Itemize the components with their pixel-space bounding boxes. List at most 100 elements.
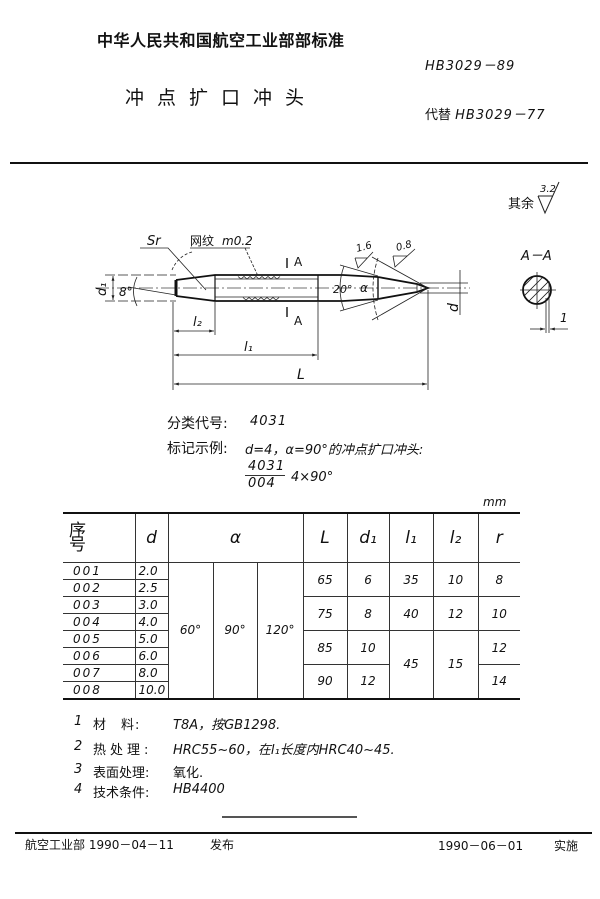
l2-label: l₂ [193,315,202,330]
footer-divider [15,832,592,834]
other-roughness-value: 3.2 [540,184,556,195]
seq-code: 005 [63,630,136,648]
note-number: 3 [74,762,83,777]
l2-value: 15 [432,630,479,699]
d1-value: 8 [346,596,390,631]
knurl-spec: m0.2 [222,234,253,248]
note-label: 表面处理: [93,766,150,781]
knurl-label: 网纹 [190,234,214,248]
marking-fraction-line [245,475,285,476]
document-title: 冲点扩口冲头 [125,87,318,109]
r-value: 12 [477,630,521,665]
header-d1: d₁ [346,512,390,563]
r-value: 14 [477,664,521,699]
alpha-120: 120° [256,562,304,699]
end-mark-line [222,816,357,818]
marking-numerator: 4031 [248,459,286,474]
cone-angle-label: α [360,281,368,295]
l1-value: 45 [388,630,434,699]
note-value: T8A，按GB1298. [173,718,281,733]
d-value: 5.0 [134,630,169,648]
note-value: 氧化. [173,766,204,781]
classification-code-value: 4031 [250,414,288,429]
roughness-symbol-2: 0.8 [392,239,416,268]
d-value: 2.0 [134,562,169,580]
note-number: 1 [74,714,83,729]
l1-value: 35 [388,562,434,597]
sr-label: Sr [147,234,162,249]
org-title: 中华人民共和国航空工业部部标准 [97,31,345,50]
roughness-1-value: 1.6 [355,240,373,255]
L-value: 75 [302,596,348,631]
L-label: L [297,367,305,383]
d-value: 3.0 [134,596,169,614]
l2-value: 12 [432,596,479,631]
seq-code: 001 [63,562,136,580]
left-angle-label: 8° [119,285,133,299]
punch-body [174,274,431,302]
section-view [520,272,568,333]
header-seq: 序 号 [63,512,136,563]
marking-example-text: d=4，α=90°的冲点扩口冲头: [245,443,424,458]
l2-value: 10 [432,562,479,597]
note-label: 技术条件: [93,786,150,801]
flat-dimension: 1 [560,311,568,325]
seq-code: 004 [63,613,136,631]
d1-label: d₁ [95,283,110,296]
seq-code: 002 [63,579,136,597]
header-l2: l₂ [432,512,479,563]
replaces-label: 代替 [425,108,452,123]
r-value: 10 [477,596,521,631]
technical-drawing: d₁ 8° Sr 网纹 m0.2 A A l₂ l₁ L 20° α 1.6 0… [95,181,568,390]
d-value: 10.0 [134,681,169,699]
issued-label: 发布 [210,838,235,852]
section-mark-top: A [294,255,303,269]
l1-value: 40 [388,596,434,631]
note-value: HRC55~60，在l₁长度内HRC40~45. [173,743,395,758]
knurl-pattern [237,275,281,301]
r-value: 8 [477,562,521,597]
d-value: 4.0 [134,613,169,631]
header-L: L [302,512,348,563]
section-title: A－A [520,249,552,264]
seq-code: 006 [63,647,136,665]
alpha-60: 60° [167,562,214,699]
d1-value: 10 [346,630,390,665]
marking-example-label: 标记示例: [167,441,228,457]
note-label: 热处理: [93,743,153,758]
L-value: 90 [302,664,348,699]
d-value: 6.0 [134,647,169,665]
d-value: 8.0 [134,664,169,682]
marking-suffix: 4×90° [291,470,334,485]
note-label: 材 料: [93,718,141,733]
taper-angle-label: 20° [333,283,353,296]
replaces-number: HB3029－77 [455,108,546,123]
d-value: 2.5 [134,579,169,597]
seq-code: 003 [63,596,136,614]
note-value: HB4400 [173,782,225,797]
table-row: 008 10.0 [63,681,520,699]
table-row: 007 8.0 90 12 14 [63,664,521,699]
issuer-date: 航空工业部 1990－04－11 [25,838,174,852]
standard-number: HB3029－89 [425,59,516,74]
dimension-table: 序 号 d α L d₁ l₁ l₂ r 001 2.0 60° 90° 120… [63,512,521,700]
roughness-symbol-1: 1.6 [354,240,374,269]
header-l1: l₁ [388,512,434,563]
note-number: 4 [74,782,83,797]
seq-code: 008 [63,681,136,699]
table-row: 005 5.0 85 10 45 15 12 [63,630,521,699]
classification-code-label: 分类代号: [167,416,228,432]
other-surfaces-label: 其余 [508,196,534,212]
table-row: 003 3.0 75 8 40 12 10 [63,596,521,631]
header-d: d [134,512,169,563]
table-row: 001 2.0 60° 90° 120° 65 6 35 10 8 [63,562,521,699]
d-label: d [446,303,462,312]
header-r: r [477,512,521,563]
roughness-2-value: 0.8 [395,239,413,254]
l1-label: l₁ [244,340,253,355]
effective-date: 1990－06－01 [438,839,524,853]
section-mark-bottom: A [294,314,303,328]
d1-value: 6 [346,562,390,597]
header-divider [10,162,588,164]
roughness-symbol-other [537,181,560,215]
